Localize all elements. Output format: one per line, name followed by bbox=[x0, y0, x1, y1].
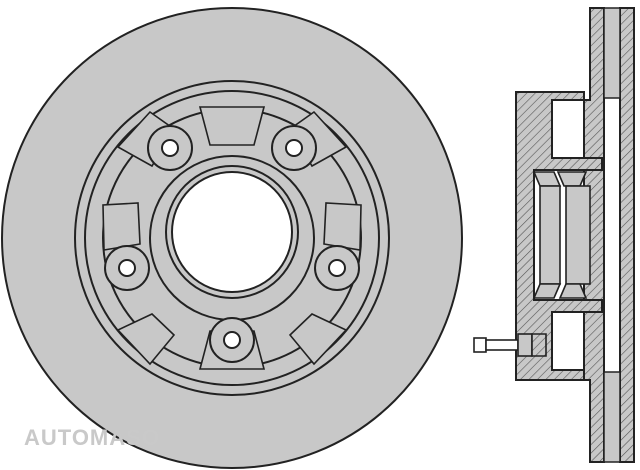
rotor-front-view bbox=[1, 7, 463, 469]
lug-holes bbox=[104, 125, 360, 363]
friction-plate-inner bbox=[619, 7, 635, 463]
friction-plate-outer bbox=[583, 7, 605, 463]
vent-gap-bottom bbox=[603, 371, 621, 463]
vent-gap-top bbox=[603, 7, 621, 99]
lug-hole bbox=[147, 125, 193, 171]
wheel-stud bbox=[473, 333, 547, 357]
bearing-races bbox=[532, 171, 591, 299]
lug-hole bbox=[271, 125, 317, 171]
lug-hole bbox=[209, 317, 255, 363]
lug-hole bbox=[314, 245, 360, 291]
hat-section bbox=[515, 91, 603, 381]
watermark: AUTOMASO bbox=[24, 425, 160, 450]
rotor-cross-section bbox=[473, 7, 635, 463]
center-bore bbox=[171, 171, 293, 293]
lug-hole bbox=[104, 245, 150, 291]
